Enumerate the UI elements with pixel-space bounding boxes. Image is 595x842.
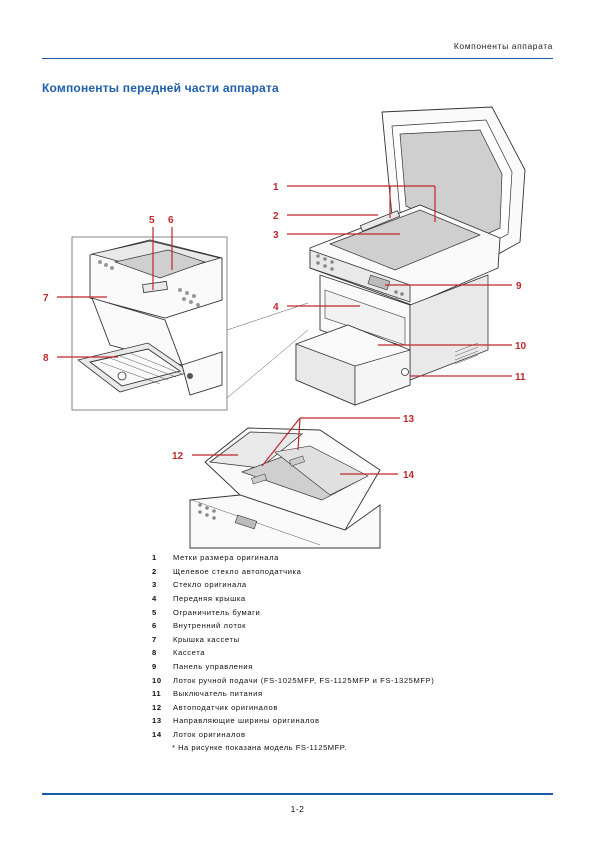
adf-device bbox=[189, 427, 381, 549]
legend-text: Щелевое стекло автоподатчика bbox=[173, 566, 302, 576]
legend-item: 11 Выключатель питания bbox=[152, 687, 482, 701]
callout-6: 6 bbox=[168, 215, 174, 226]
callout-1: 1 bbox=[273, 182, 279, 193]
callout-8: 8 bbox=[43, 353, 49, 364]
legend-item: 14 Лоток оригиналов bbox=[152, 728, 482, 742]
legend-text: Крышка кассеты bbox=[173, 634, 240, 644]
footer-rule bbox=[42, 793, 553, 795]
legend-number: 14 bbox=[152, 730, 162, 740]
legend-number: 12 bbox=[152, 702, 162, 712]
legend-text: Кассета bbox=[173, 648, 206, 658]
page-number: 1-2 bbox=[290, 804, 305, 814]
legend-number: 5 bbox=[152, 607, 157, 617]
legend-item: 9 Панель управления bbox=[152, 660, 482, 674]
legend-number: 1 bbox=[152, 553, 157, 563]
callout-3: 3 bbox=[273, 230, 279, 241]
callout-7: 7 bbox=[43, 293, 49, 304]
legend-number: 11 bbox=[152, 689, 162, 699]
main-device bbox=[295, 106, 526, 406]
legend-text: Автоподатчик оригиналов bbox=[173, 702, 279, 712]
legend-number: 7 bbox=[152, 634, 157, 644]
legend-number: 4 bbox=[152, 594, 157, 604]
running-header: Компоненты аппарата bbox=[453, 41, 553, 51]
callout-leaders bbox=[57, 185, 512, 475]
legend-item: 6 Внутренний лоток bbox=[152, 619, 482, 633]
legend-item: 12 Автоподатчик оригиналов bbox=[152, 701, 482, 715]
legend-item: 7 Крышка кассеты bbox=[152, 633, 482, 647]
legend-number: 13 bbox=[152, 716, 162, 726]
component-legend: 1 Метки размера оригинала 2 Щелевое стекло… bbox=[152, 551, 482, 752]
legend-item: 5 Ограничитель бумаги bbox=[152, 605, 482, 619]
callout-14: 14 bbox=[403, 470, 415, 481]
callout-12: 12 bbox=[172, 451, 184, 462]
section-title: Компоненты передней части аппарата bbox=[42, 81, 279, 95]
legend-text: Передняя крышка bbox=[173, 594, 246, 604]
legend-number: 6 bbox=[152, 621, 157, 631]
legend-text: Стекло оригинала bbox=[173, 580, 247, 590]
legend-text: Направляющие ширины оригиналов bbox=[173, 716, 320, 726]
legend-number: 10 bbox=[152, 675, 162, 685]
legend-item: 1 Метки размера оригинала bbox=[152, 551, 482, 565]
legend-number: 9 bbox=[152, 662, 157, 672]
legend-item: 8 Кассета bbox=[152, 646, 482, 660]
legend-text: Лоток ручной подачи (FS-1025MFP, FS-1125… bbox=[173, 675, 435, 685]
inset-closeup bbox=[71, 236, 309, 411]
legend-text: Выключатель питания bbox=[173, 689, 263, 699]
legend-text: Ограничитель бумаги bbox=[173, 607, 261, 617]
legend-item: 10 Лоток ручной подачи (FS-1025MFP, FS-11… bbox=[152, 673, 482, 687]
legend-item: 3 Стекло оригинала bbox=[152, 578, 482, 592]
legend-text: Лоток оригиналов bbox=[173, 730, 246, 740]
legend-item: 13 Направляющие ширины оригиналов bbox=[152, 714, 482, 728]
callout-11: 11 bbox=[515, 372, 526, 383]
callout-9: 9 bbox=[516, 281, 522, 292]
legend-number: 3 bbox=[152, 580, 157, 590]
callout-10: 10 bbox=[515, 341, 527, 352]
legend-item: 2 Щелевое стекло автоподатчика bbox=[152, 565, 482, 579]
callout-5: 5 bbox=[149, 215, 155, 226]
legend-text: Панель управления bbox=[173, 662, 253, 672]
legend-text: Метки размера оригинала bbox=[173, 553, 279, 563]
legend-number: 2 bbox=[152, 566, 157, 576]
callout-numbers: 1 2 3 4 5 6 7 8 9 10 11 12 13 14 bbox=[43, 182, 527, 481]
legend-item: 4 Передняя крышка bbox=[152, 592, 482, 606]
header-rule bbox=[42, 58, 553, 59]
callout-4: 4 bbox=[273, 302, 279, 313]
callout-2: 2 bbox=[273, 211, 279, 222]
model-note: * На рисунке показана модель FS-1125MFP. bbox=[172, 743, 347, 753]
callout-13: 13 bbox=[403, 414, 415, 425]
legend-number: 8 bbox=[152, 648, 157, 658]
legend-text: Внутренний лоток bbox=[173, 621, 247, 631]
